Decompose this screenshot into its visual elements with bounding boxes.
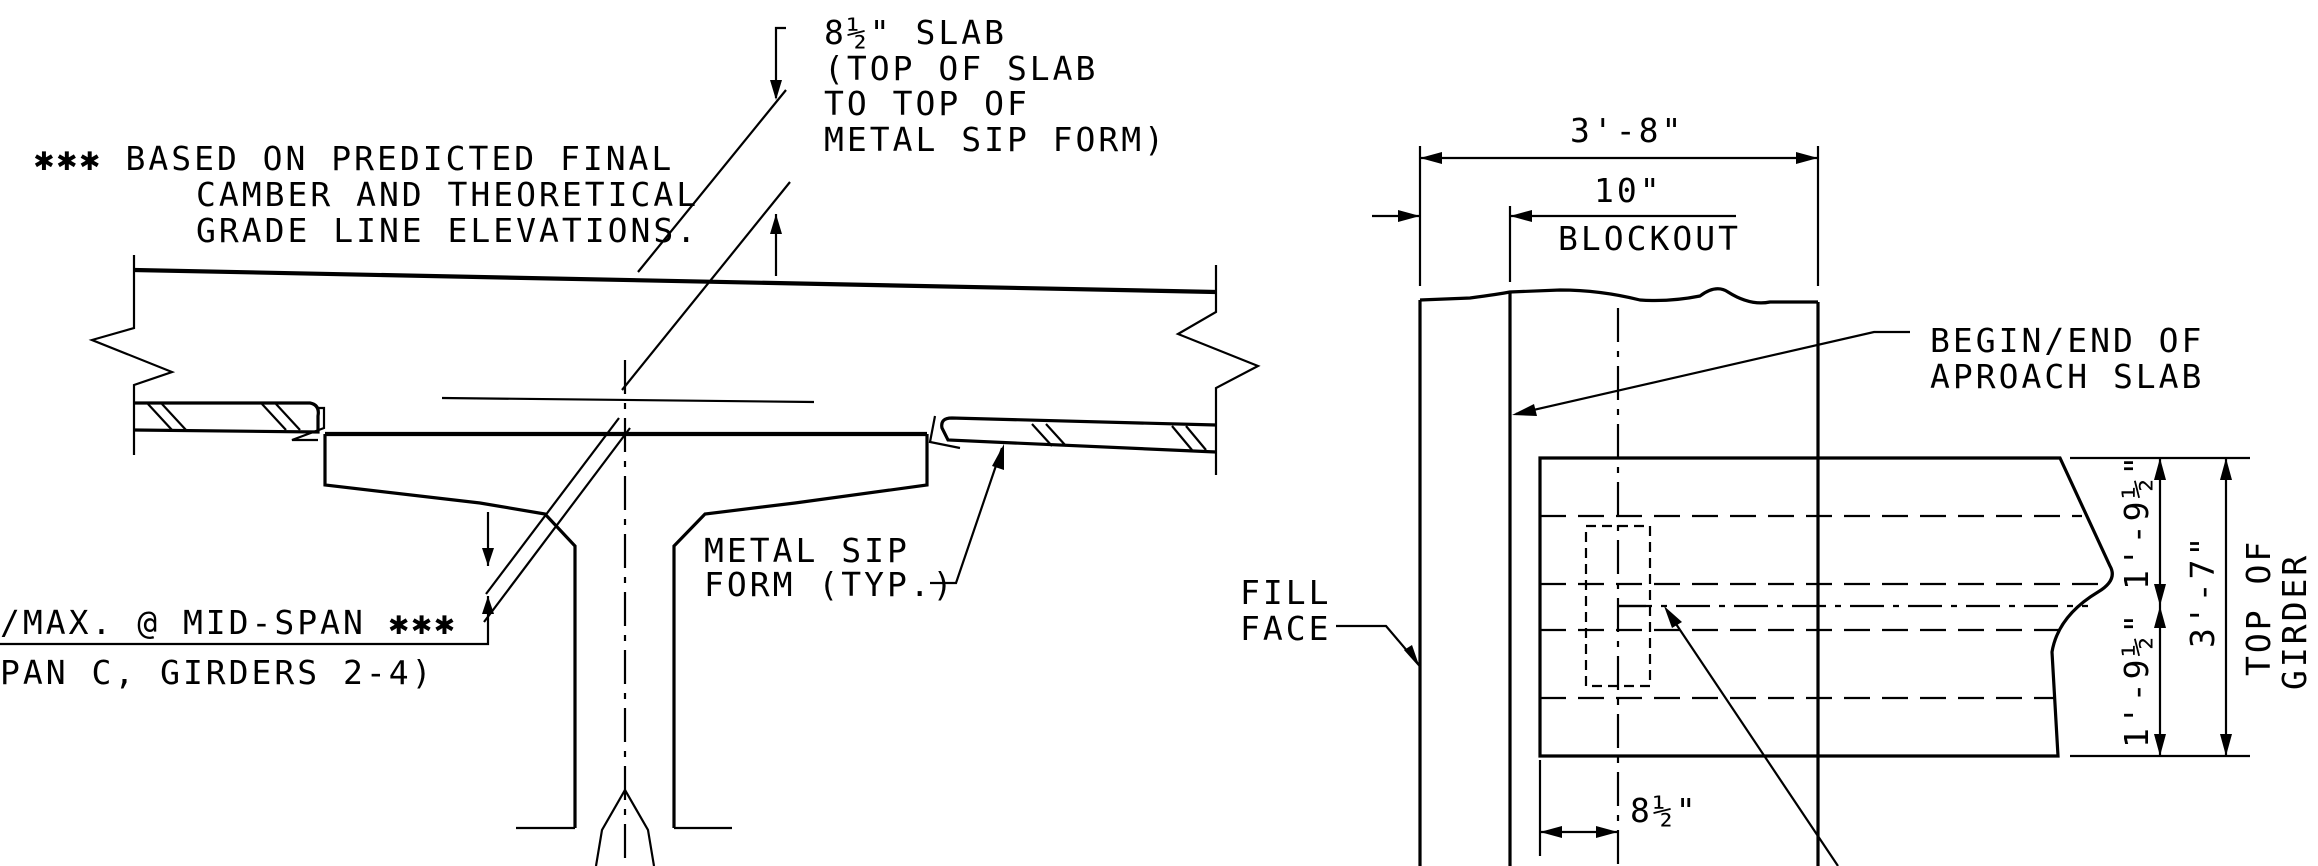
girder-note-line-1: TOP OF [2239,539,2278,676]
work-point-leader [1667,611,1839,866]
haunch-note-line-2: PAN C, GIRDERS 2-4) [0,653,435,692]
form-hatch [1171,425,1193,451]
form-leader [930,444,1004,585]
arrowhead [2154,606,2166,628]
arrowhead [1510,210,1532,222]
reference-line [441,396,815,404]
arrowhead [2154,734,2166,756]
fill-face-line-1: FILL [1240,573,1331,612]
arrowhead [1398,210,1420,222]
form-clip-left [291,406,326,442]
arrowhead [1540,826,1562,838]
haunch-note-line-1: /MAX. @ MID-SPAN ✱✱✱ [0,603,457,642]
bottom-offset-dimension [1538,760,1618,856]
slab-leader-diagonal [621,181,791,391]
camber-note-line-2: CAMBER AND THEORETICAL [196,175,699,214]
form-hatch [275,403,301,431]
dim-offset-label: 8½" [1630,791,1699,830]
right-metal-form [940,416,1217,454]
girder-top-outline [1538,456,2114,758]
arrowhead [770,214,782,234]
plan-view [1372,146,2114,866]
arrowhead [2154,458,2166,480]
slab-leader-diagonal [637,89,787,273]
dim-upper-label: 1'-9½" [2117,453,2156,590]
girder-right-face [672,434,929,828]
arrowhead [482,596,494,614]
arrowhead [2220,458,2232,480]
dim-lower-label: 1'-9½" [2117,611,2156,748]
slab-thickness-dimension [770,26,786,276]
form-hatch [1045,423,1067,447]
form-leader-line [930,447,1004,585]
form-hatch [147,403,173,431]
wall-top-break [1419,287,1818,305]
dim-blockout-label: BLOCKOUT [1558,219,1741,258]
arrowhead [1420,152,1442,164]
fill-face-leader [1336,624,1421,667]
arrowhead [1404,645,1420,668]
haunch-extension-line [485,417,620,595]
slab-break-right [1175,265,1261,475]
slab-top-line [133,267,1217,295]
slab-note-line-4: METAL SIP FORM) [824,120,1167,159]
form-hatch [1031,423,1053,447]
form-note-line-2: FORM (TYP.) [704,565,956,604]
arrowhead [1664,606,1682,628]
fill-face-line-2: FACE [1240,609,1331,648]
approach-slab-leader [1515,330,1910,416]
vertical-dimensions [2070,456,2250,758]
slab-note-line-3: TO TOP OF [824,84,1030,123]
approach-note-line-2: APROACH SLAB [1930,357,2204,396]
bearing-pad-hidden [1584,524,1652,688]
form-hatch [161,403,187,431]
form-hatch [1185,425,1207,451]
arrowhead [1512,404,1537,416]
arrowhead [1796,152,1818,164]
haunch-dimension [0,512,494,646]
arrowhead [1596,826,1618,838]
arrowhead [2220,734,2232,756]
camber-note-line-1: ✱✱✱ BASED ON PREDICTED FINAL [34,139,674,178]
slab-girder-section [88,89,1261,866]
form-clip-right [928,415,961,450]
dim-total-label: 3'-7" [2183,534,2222,648]
arrowhead [992,444,1004,470]
approach-note-line-1: BEGIN/END OF [1930,321,2204,360]
camber-note-line-3: GRADE LINE ELEVATIONS. [196,211,699,250]
haunch-extension-line [483,427,631,623]
slab-note-line-1: 8½" SLAB [824,13,1007,52]
slab-dim-leader [774,26,786,98]
arrowhead [482,548,494,566]
dim-overall-label: 3'-8" [1570,111,1684,150]
left-metal-form [133,401,320,434]
dim-blockout-value: 10" [1594,171,1663,210]
arrowhead [770,80,782,100]
slab-break-left [88,255,176,455]
form-note-line-1: METAL SIP [704,531,910,570]
girder-left-face [323,434,577,828]
arrowhead [2154,584,2166,606]
form-hatch [261,403,287,431]
right-leaders [1336,330,1910,866]
girder-note-line-2: GIRDER [2275,553,2314,690]
slab-note-line-2: (TOP OF SLAB [824,49,1098,88]
